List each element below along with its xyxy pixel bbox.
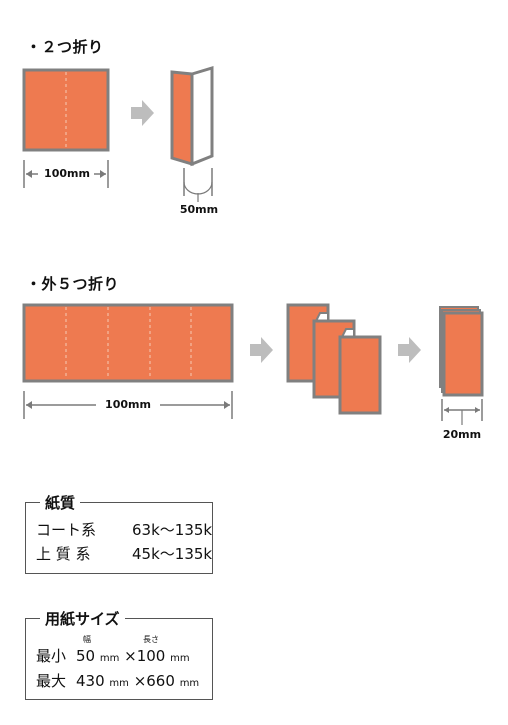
- dim-arrowhead-right: [100, 170, 106, 178]
- size-height-value: 100: [136, 647, 166, 665]
- section-title-five-fold: ・外５つ折り: [26, 275, 120, 293]
- dim-arrowhead-left: [26, 401, 32, 409]
- dim-label-folded: 20mm: [442, 428, 482, 441]
- dim-label-width: 100mm: [44, 167, 90, 180]
- paper-row-label: コート系: [36, 521, 97, 539]
- size-row-label: 最大: [36, 672, 67, 690]
- size-unit: mm: [170, 653, 190, 664]
- paper-quality-title: 紙質: [40, 492, 81, 513]
- size-width-value: 430: [76, 672, 105, 690]
- arrow-right-icon: [131, 100, 154, 126]
- paper-row-range: 63k〜135k: [132, 521, 213, 539]
- arrow-right-icon: [250, 337, 273, 363]
- paper-row-range: 45k〜135k: [132, 545, 213, 563]
- folded-sheet-back: [170, 70, 194, 167]
- two-fold-diagram: [22, 65, 214, 202]
- dim-folded-arc: [183, 181, 213, 195]
- dim-arrowhead-left: [26, 170, 32, 178]
- dim-label-folded: 50mm: [179, 203, 219, 216]
- size-height-value: 660: [146, 672, 175, 690]
- size-unit: mm: [109, 678, 129, 689]
- ruby-width: 幅: [83, 635, 91, 644]
- paper-row-coated: コート系 63k〜135k: [36, 519, 212, 540]
- size-times: ×: [124, 647, 137, 665]
- size-times: ×: [133, 672, 147, 690]
- stack-layer-front: [442, 311, 484, 397]
- size-unit: mm: [179, 678, 200, 689]
- paper-row-woodfree: 上 質 系 45k〜135k: [36, 543, 212, 564]
- ruby-length: 長さ: [143, 635, 159, 644]
- size-width-value: 50: [76, 647, 96, 665]
- size-row-label: 最小: [36, 647, 67, 665]
- five-fold-diagram: [22, 303, 484, 425]
- paper-size-title: 用紙サイズ: [40, 608, 125, 629]
- dim-label-width: 100mm: [105, 398, 151, 411]
- section-title-two-fold: ・２つ折り: [26, 38, 104, 56]
- arrow-right-icon: [398, 337, 421, 363]
- size-row-max: 最大 430 mm ×660 mm: [36, 670, 199, 691]
- size-unit: mm: [99, 653, 120, 664]
- flat-sheet: [22, 303, 234, 383]
- dim-folded-arrowhead-right: [475, 407, 480, 413]
- paper-row-label: 上 質 系: [36, 545, 91, 563]
- dim-folded-arrowhead-left: [444, 407, 449, 413]
- dim-arrowhead-right: [224, 401, 230, 409]
- paper-quality-box: 紙質 コート系 63k〜135k 上 質 系 45k〜135k: [25, 492, 213, 574]
- size-row-min: 最小 50 mm ×100 mm: [36, 645, 190, 666]
- folded-sheet-front: [190, 65, 214, 167]
- zigzag-panel-3: [338, 335, 382, 415]
